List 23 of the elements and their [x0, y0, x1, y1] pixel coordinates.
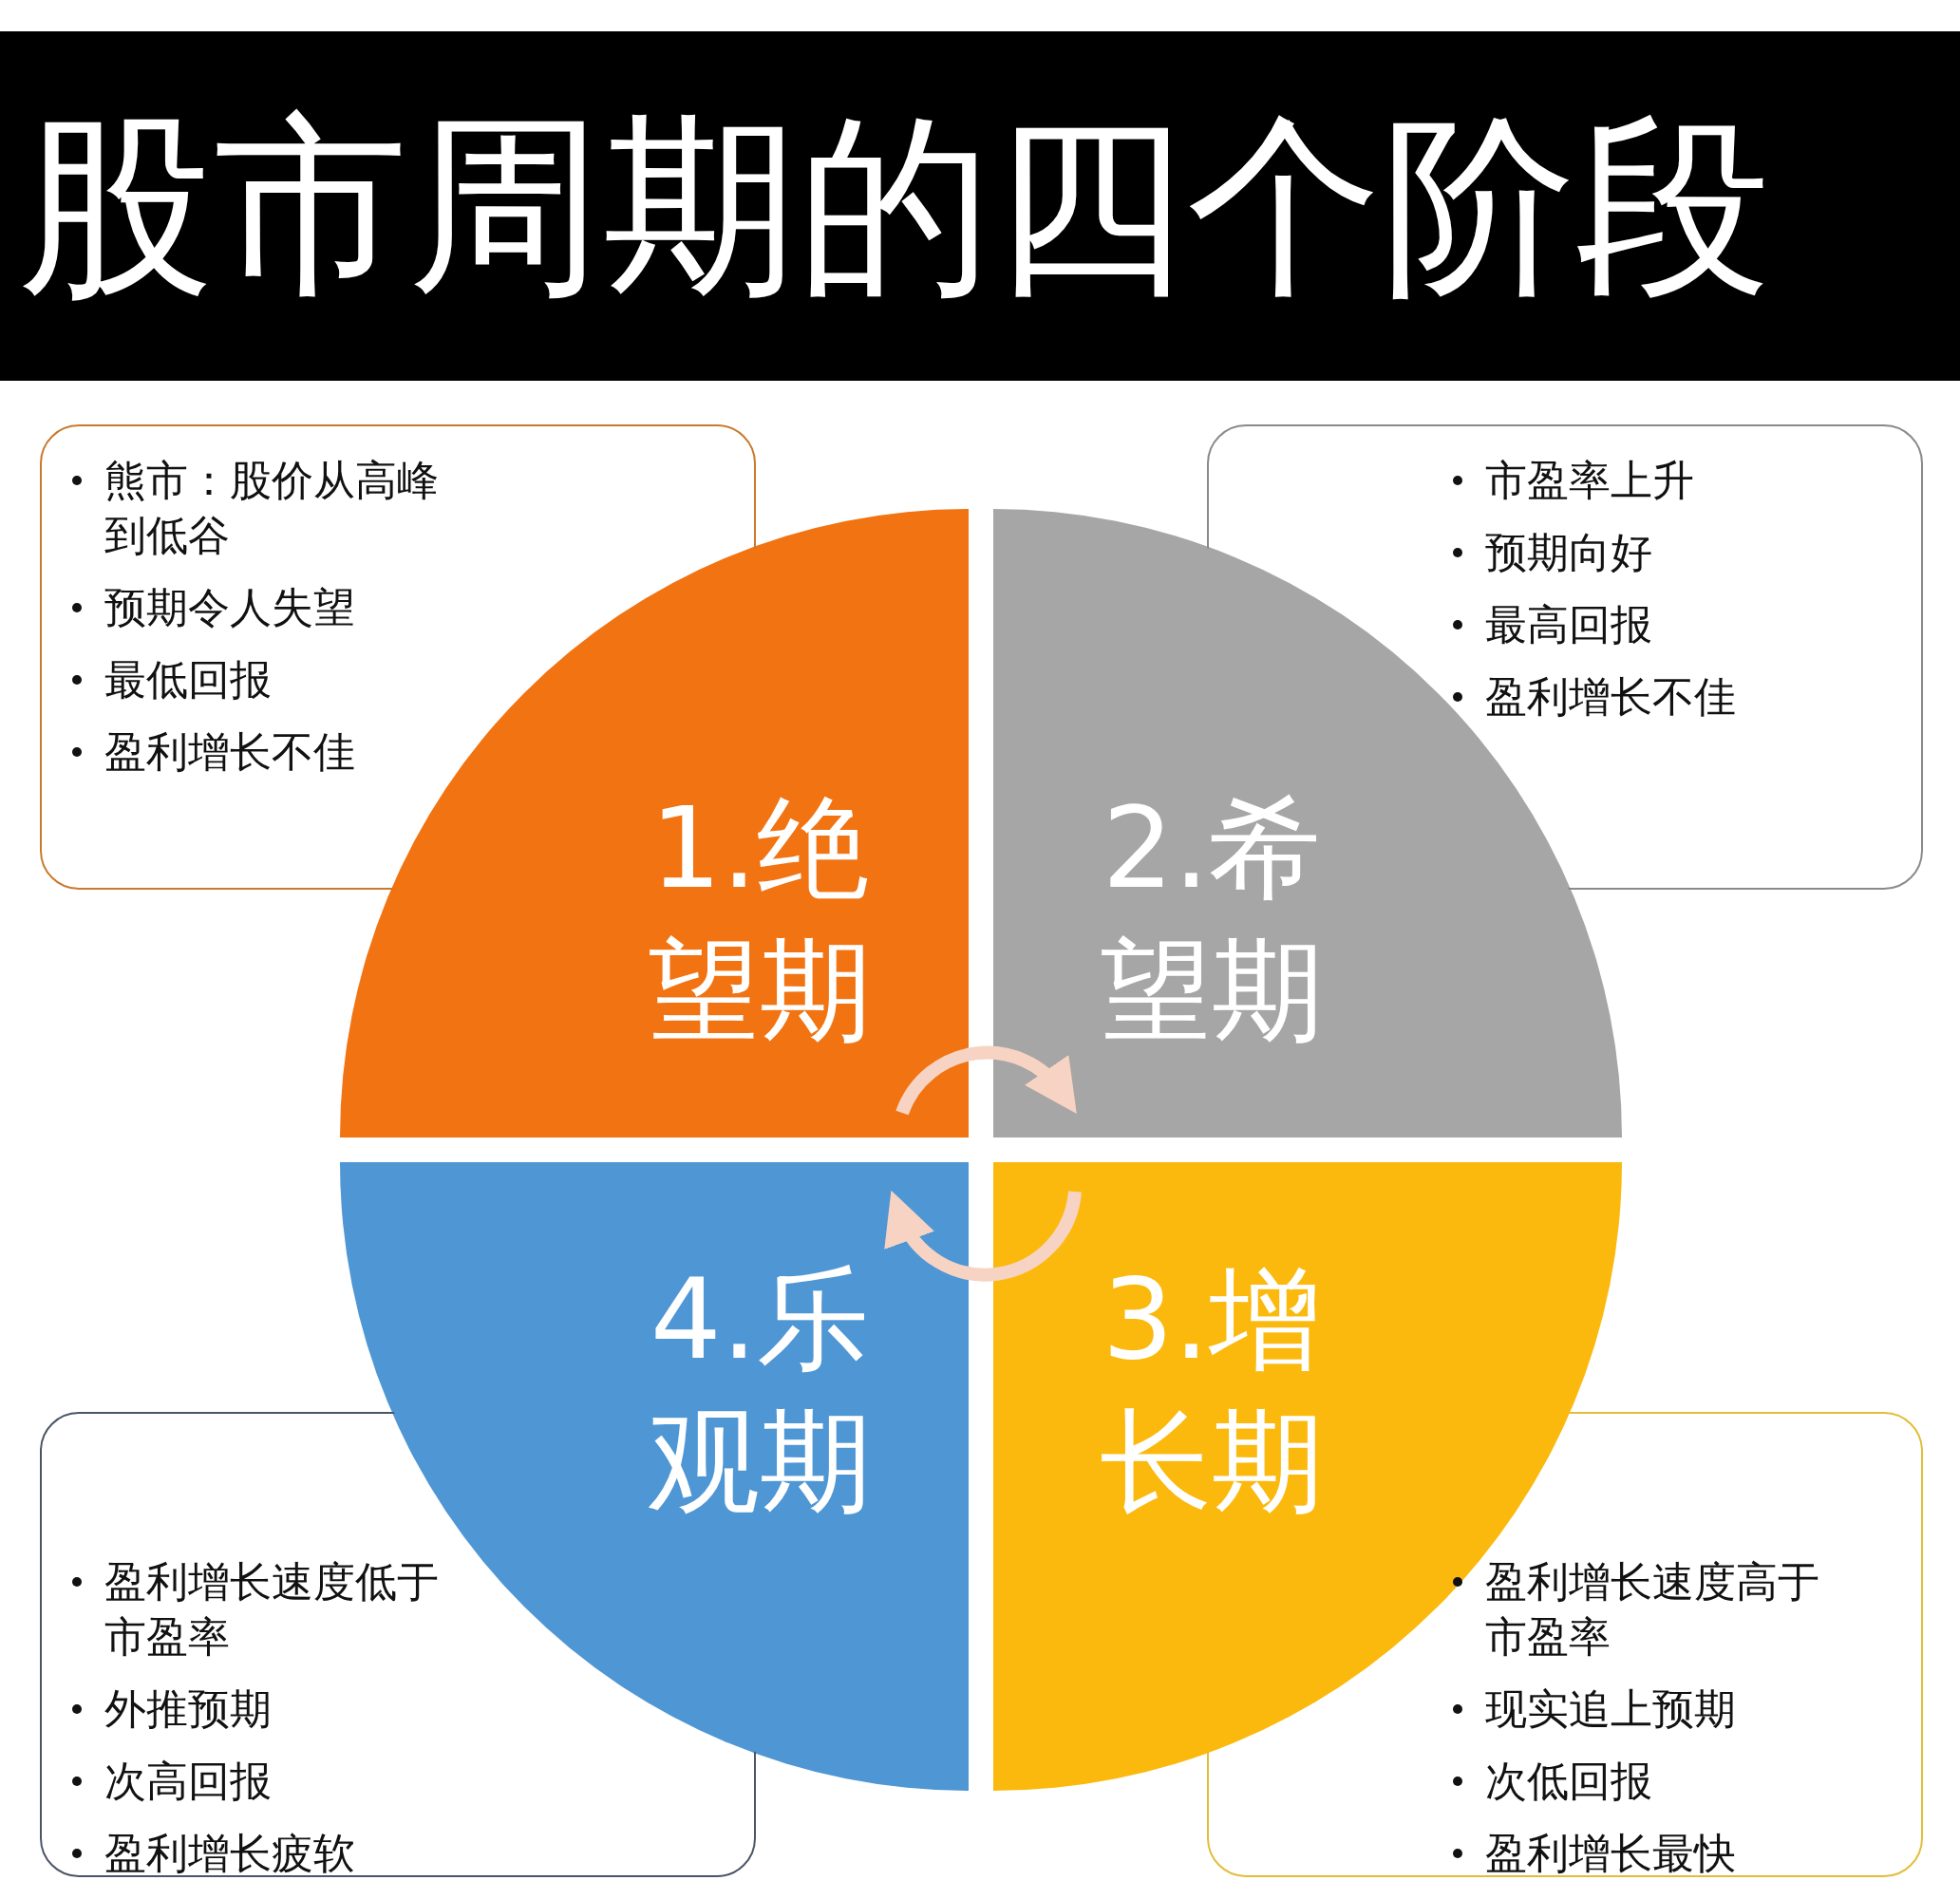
phase-label: 2.希望期	[1099, 781, 1325, 1058]
bullet-text: 盈利增长速度高于市盈率	[1485, 1557, 1819, 1661]
cycle-arrow	[895, 1045, 1079, 1116]
phase-label: 1.绝望期	[647, 781, 873, 1058]
title-banner: 股市周期的四个阶段	[0, 31, 1960, 381]
bullet-text: 最低回报	[104, 655, 272, 704]
bullet-text: 盈利增长不佳	[104, 727, 355, 776]
bullet-text: 盈利增长速度低于市盈率	[104, 1557, 439, 1661]
bullet-text: 熊市：股价从高峰到低谷	[104, 456, 439, 559]
bullet-text: 盈利增长最快	[1485, 1829, 1736, 1877]
phase-label: 3.增长期	[1099, 1252, 1325, 1529]
bullet-text: 预期令人失望	[104, 583, 355, 631]
bullet-text: 次高回报	[104, 1757, 272, 1805]
cycle-arrow	[886, 1191, 1082, 1282]
bullet-text: 盈利增长不佳	[1485, 672, 1736, 721]
bullet-text: 预期向好	[1485, 528, 1652, 576]
bullet-text: 次低回报	[1485, 1757, 1652, 1805]
bullet-text: 现实追上预期	[1485, 1684, 1736, 1733]
bullet-text: 市盈率上升	[1485, 456, 1694, 504]
bullet-text: 最高回报	[1485, 600, 1652, 649]
bullet-text: 盈利增长疲软	[104, 1829, 355, 1877]
bullet-text: 外推预期	[104, 1684, 272, 1733]
phase-label: 4.乐观期	[647, 1252, 873, 1529]
